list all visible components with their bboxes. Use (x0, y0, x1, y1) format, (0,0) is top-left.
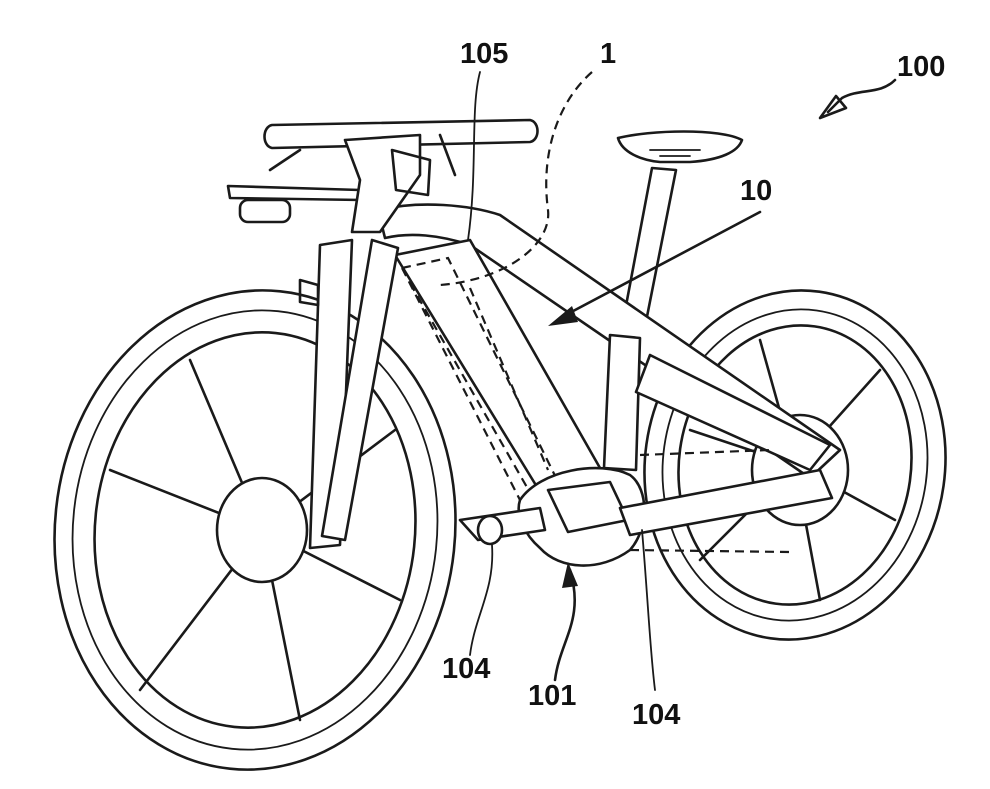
label-drive-unit: 101 (528, 680, 576, 712)
seat-tube (604, 335, 640, 470)
front-hub (217, 478, 307, 582)
label-downtube: 105 (460, 38, 508, 70)
label-frame: 10 (740, 175, 772, 207)
label-assembly: 100 (897, 51, 945, 83)
label-battery-pack: 1 (600, 38, 616, 70)
front-wheel (31, 270, 479, 789)
label-chainstay-left: 104 (442, 653, 490, 685)
leader-104-left (470, 545, 492, 655)
leader-100 (828, 80, 895, 112)
saddle (618, 132, 742, 163)
label-chainstay-right: 104 (632, 699, 680, 731)
leader-104-right (642, 530, 655, 690)
